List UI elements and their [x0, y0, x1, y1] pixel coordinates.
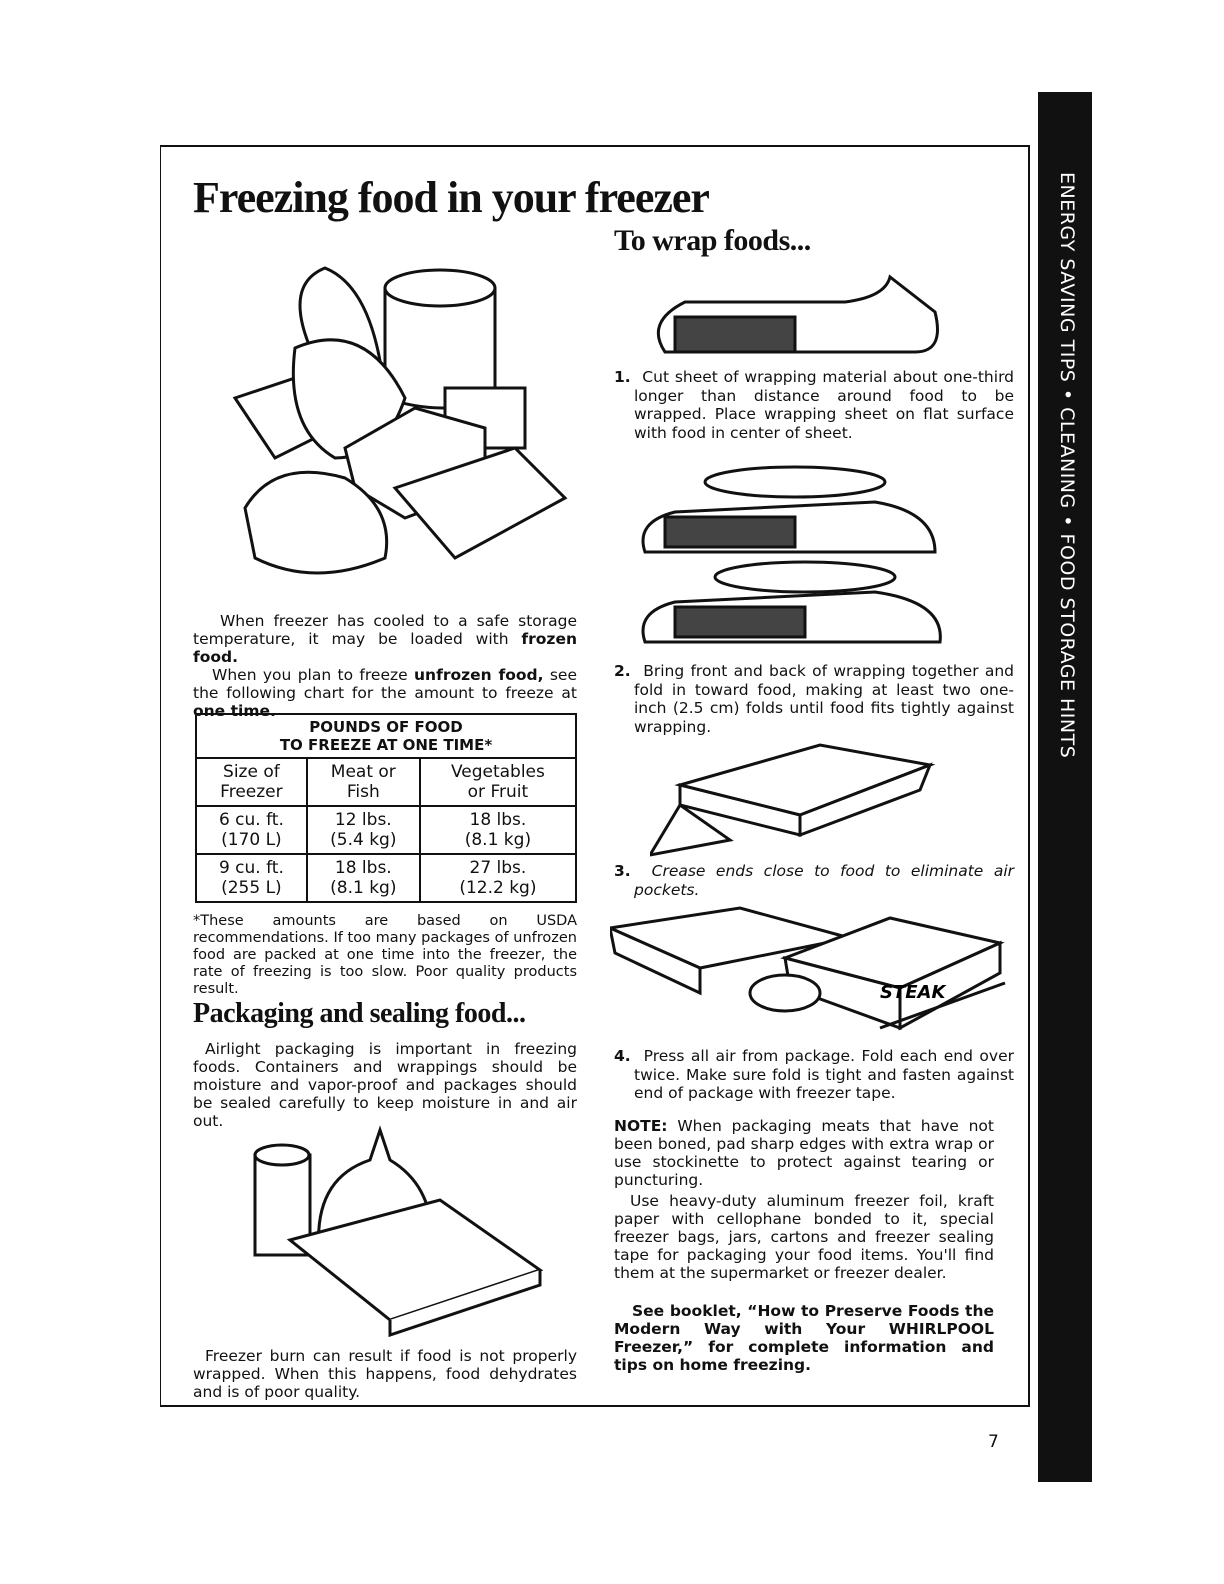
- wrap-step-1: 1. Cut sheet of wrapping material about …: [614, 368, 1015, 442]
- wrap-step3-illustration: [650, 743, 936, 857]
- wrap-step-3: 3. Crease ends close to food to eliminat…: [614, 862, 1014, 899]
- intro-paragraph: When freezer has cooled to a safe storag…: [193, 612, 578, 720]
- packaging-heading: Packaging and sealing food...: [193, 998, 526, 1029]
- materials-paragraph: Use heavy-duty aluminum freezer foil, kr…: [614, 1192, 994, 1282]
- wrap-step4-illustration: STEAK: [610, 906, 1006, 1031]
- packaged-food-illustration: [253, 1125, 544, 1338]
- wrap-heading: To wrap foods...: [614, 224, 811, 257]
- section-tab: ENERGY SAVING TIPS • CLEANING • FOOD STO…: [1038, 92, 1092, 1482]
- booklet-reference: See booklet, “How to Preserve Foods the …: [614, 1302, 994, 1374]
- page-title: Freezing food in your freezer: [193, 173, 710, 222]
- table-footnote: *These amounts are based on USDA recomme…: [193, 913, 577, 997]
- wrap-step-4: 4. Press all air from package. Fold each…: [614, 1047, 1014, 1102]
- frozen-foods-illustration: [232, 266, 568, 575]
- packaging-paragraph: Airlight packaging is important in freez…: [193, 1040, 577, 1130]
- freezer-burn-paragraph: Freezer burn can result if food is not p…: [193, 1347, 577, 1401]
- page-number: 7: [988, 1432, 999, 1452]
- table-row: 6 cu. ft.(170 L) 12 lbs.(5.4 kg) 18 lbs.…: [195, 805, 578, 855]
- section-tab-label: ENERGY SAVING TIPS • CLEANING • FOOD STO…: [1056, 172, 1078, 759]
- wrap-step1-illustration: [656, 274, 939, 354]
- steak-label: STEAK: [880, 982, 947, 1003]
- wrap-step2-illustration: [641, 465, 942, 644]
- wrap-step-2: 2. Bring front and back of wrapping toge…: [614, 662, 1015, 736]
- table-row: 9 cu. ft.(255 L) 18 lbs.(8.1 kg) 27 lbs.…: [195, 853, 578, 903]
- note-paragraph: NOTE: When packaging meats that have not…: [614, 1117, 994, 1189]
- content-frame: [160, 145, 1030, 1407]
